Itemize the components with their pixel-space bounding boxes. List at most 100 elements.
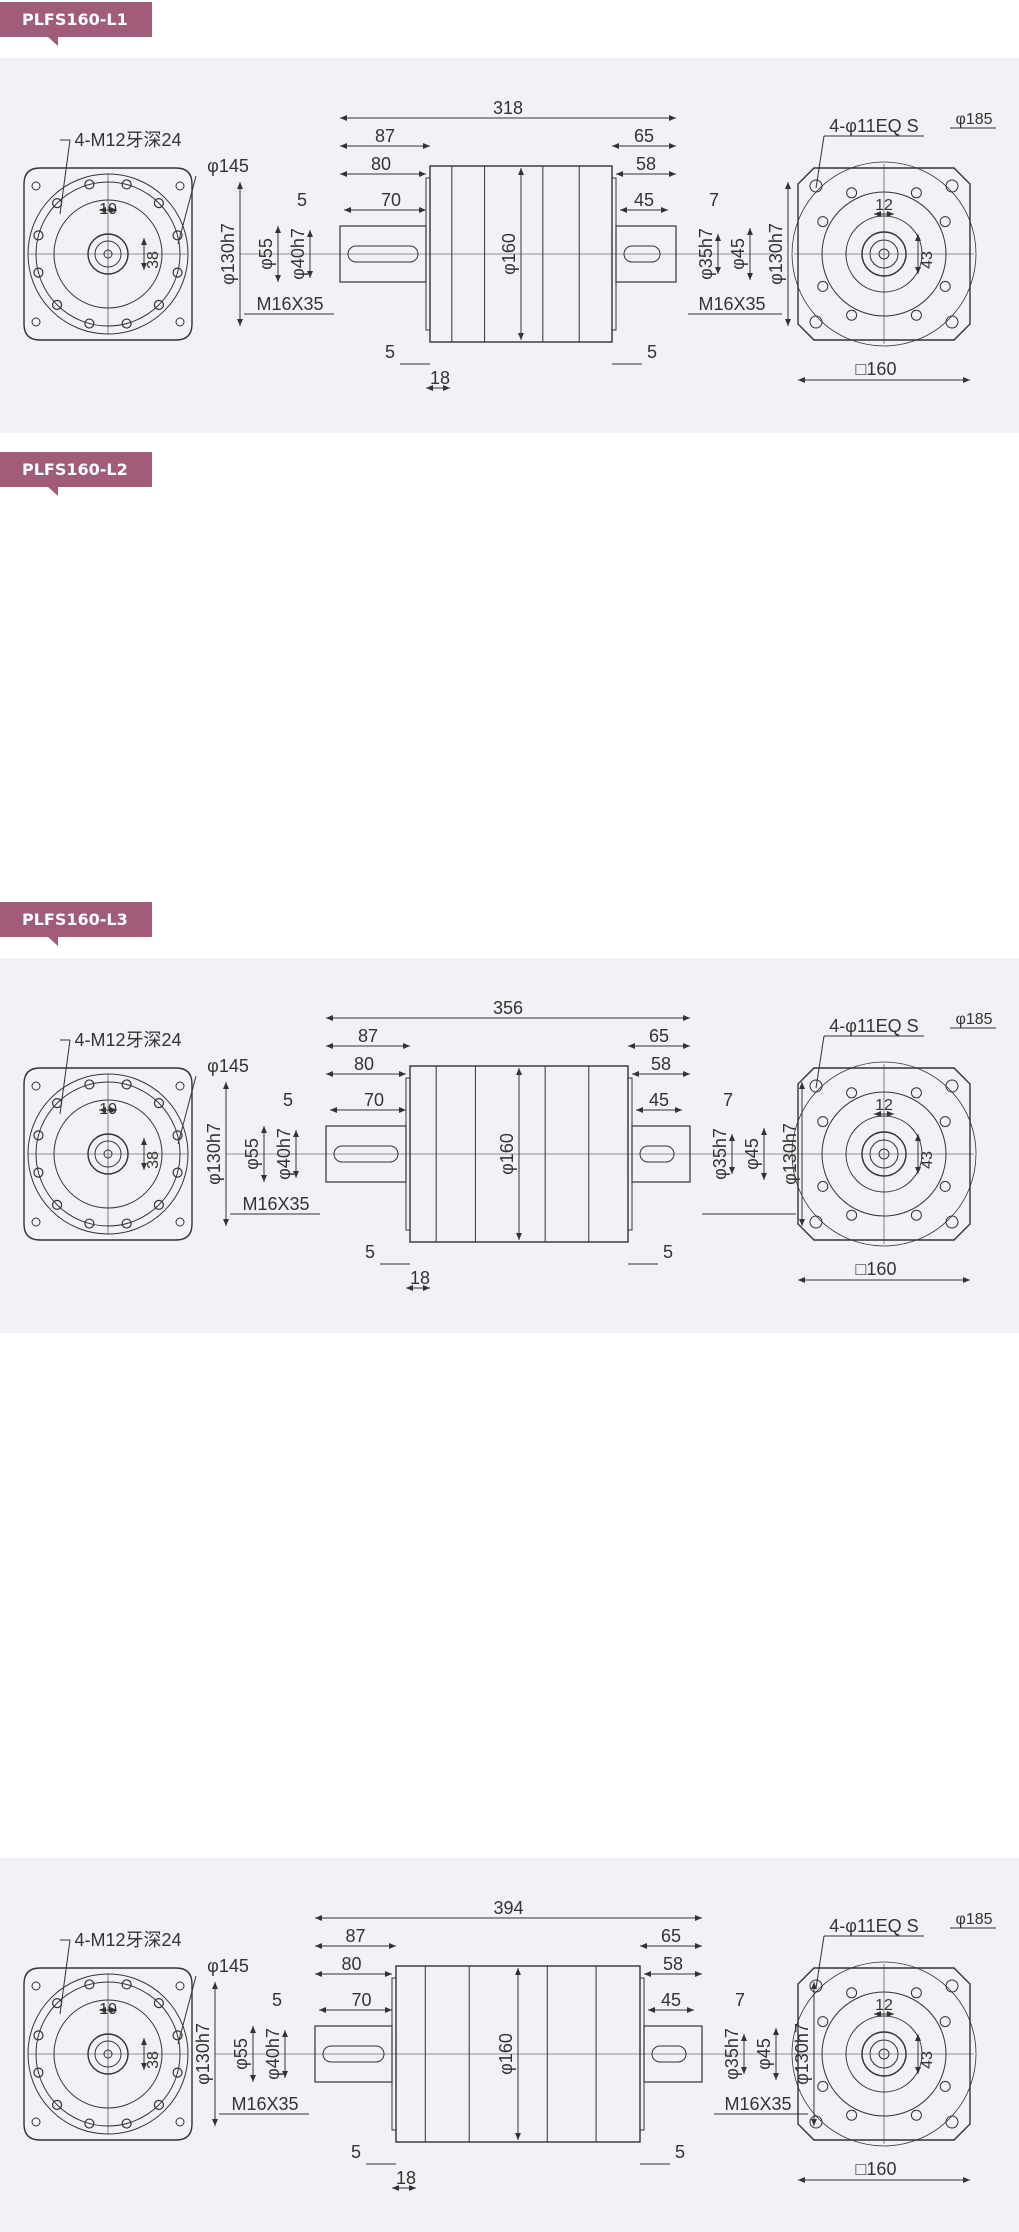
arrow-head (293, 1171, 299, 1178)
bolt-hole (84, 179, 95, 190)
arrow-head (798, 377, 805, 383)
arrow-head (330, 1107, 337, 1113)
arrow-head (636, 1107, 643, 1113)
bolt-hole (817, 216, 829, 228)
arrow-head (747, 273, 753, 280)
model-title-tag: PLFS160-L2 (0, 452, 152, 496)
arrow-head (340, 171, 347, 177)
input-thread-label: M16X35 (231, 2094, 298, 2114)
mount-hole (945, 2115, 959, 2129)
bolt-hole (846, 2109, 858, 2121)
key-height-label: 38 (145, 2051, 162, 2069)
dim-5-bottom-label: 5 (385, 342, 395, 362)
arrow-head (389, 1943, 396, 1949)
output-d45-label: φ45 (742, 1138, 762, 1170)
bolt-hole (51, 299, 63, 311)
bolt-hole (121, 318, 132, 329)
arrow-head (798, 2177, 805, 2183)
dim-58-label: 58 (663, 1954, 683, 1974)
arrow-head (110, 1107, 117, 1113)
arrow-head (683, 1071, 690, 1077)
dim-5-label: 5 (272, 1990, 282, 2010)
bolt-hole (817, 1116, 829, 1128)
arrow-head (261, 1126, 267, 1133)
bolt-hole (939, 2016, 951, 2028)
arrow-head (141, 1138, 147, 1145)
hole-pattern-label: 4-φ11EQ S (829, 1916, 918, 1936)
mount-hole (809, 179, 823, 193)
mount-hole (809, 1079, 823, 1093)
arrow-head (915, 2034, 921, 2041)
arrow-head (874, 1111, 881, 1117)
arrow-head (683, 1015, 690, 1021)
mount-hole (945, 1215, 959, 1229)
bolt-hole (939, 280, 951, 292)
arrow-head (747, 228, 753, 235)
arrow-head (963, 1277, 970, 1283)
arrow-head (340, 115, 347, 121)
square-160-label: □160 (856, 1259, 897, 1279)
arrow-head (695, 1915, 702, 1921)
dim-18-label: 18 (410, 1268, 430, 1288)
dim-7-label: 7 (723, 1090, 733, 1110)
arrow-head (628, 1043, 635, 1049)
arrow-head (799, 1082, 805, 1089)
arrow-head (223, 1219, 229, 1226)
arrow-head (110, 207, 117, 213)
arrow-head (315, 1915, 322, 1921)
bolt-hole (846, 1087, 858, 1099)
arrow-head (695, 1943, 702, 1949)
pcd-185-circle (791, 1061, 977, 1247)
bolt-hole (51, 1199, 63, 1211)
arrow-head (315, 1971, 322, 1977)
flange-outline (23, 1067, 193, 1241)
input-pilot-label: φ130h7 (193, 2023, 213, 2085)
overall-length-label: 318 (493, 98, 523, 118)
arrow-head (516, 1233, 522, 1240)
bolt-hole (910, 309, 922, 321)
dim-7-label: 7 (709, 190, 719, 210)
arrow-head (399, 1071, 406, 1077)
dim-65-label: 65 (634, 126, 654, 146)
arrow-head (515, 2133, 521, 2140)
arrow-head (141, 2038, 147, 2045)
bolt-hole (153, 197, 165, 209)
corner-hole (175, 317, 185, 327)
input-d40-label: φ40h7 (274, 1128, 294, 1180)
bolt-hole (939, 2080, 951, 2092)
arrow-head (99, 1107, 106, 1113)
arrow-head (915, 267, 921, 274)
bolt-hole (121, 1218, 132, 1229)
corner-hole (175, 2117, 185, 2127)
output-key-height-label: 43 (919, 1151, 936, 1169)
dim-18-label: 18 (430, 368, 450, 388)
arrow-head (275, 226, 281, 233)
leader-line (59, 139, 71, 215)
body-diameter-label: φ160 (499, 233, 519, 275)
pcd-label: φ145 (207, 1956, 249, 1976)
arrow-head (620, 207, 627, 213)
output-key-height-label: 43 (919, 2051, 936, 2069)
bolt-hole (84, 1079, 95, 1090)
key-width-label: 10 (99, 2001, 117, 2018)
input-d55-label: φ55 (231, 2038, 251, 2070)
mount-hole (945, 179, 959, 193)
arrow-head (785, 182, 791, 189)
bolt-hole (153, 1199, 165, 1211)
bolt-hole (846, 1987, 858, 1999)
output-flange-square (797, 1067, 971, 1241)
pcd-185-label: φ185 (955, 111, 992, 128)
arrow-head (319, 2007, 326, 2013)
dim-87-label: 87 (375, 126, 395, 146)
arrow-head (340, 143, 347, 149)
input-d55-label: φ55 (256, 238, 276, 270)
bolt-hole (939, 216, 951, 228)
arrow-head (307, 230, 313, 237)
arrow-head (223, 1082, 229, 1089)
output-d35-label: φ35h7 (722, 2028, 742, 2080)
